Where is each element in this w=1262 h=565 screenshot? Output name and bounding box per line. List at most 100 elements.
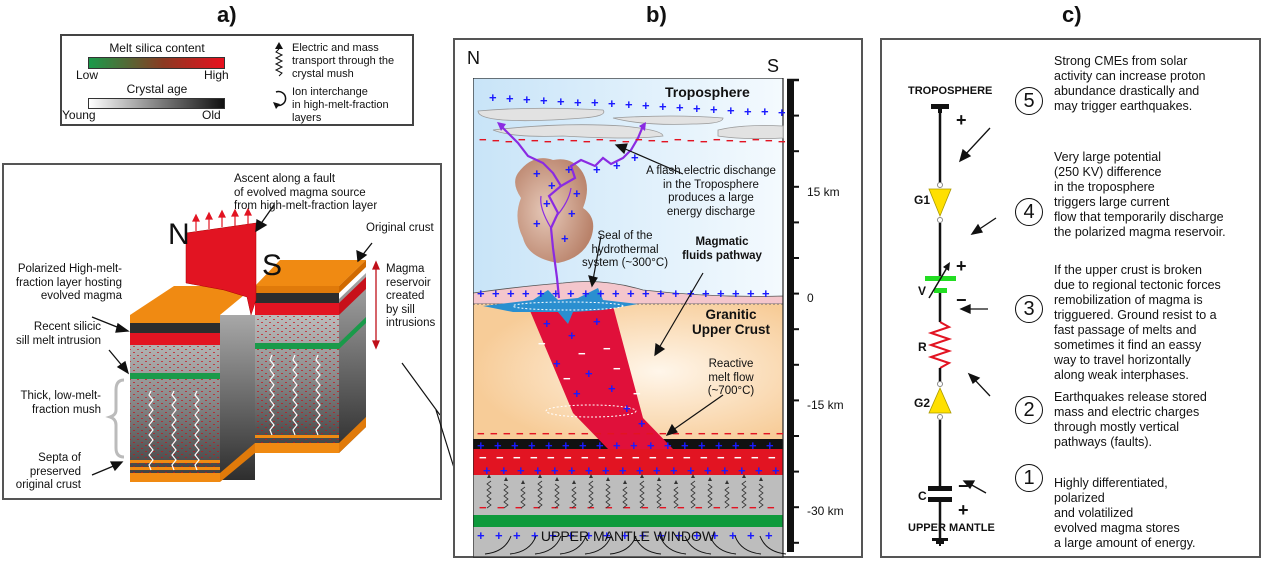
septa-left: [130, 473, 220, 482]
depth-tick-minus15: -15 km: [807, 398, 844, 412]
charge-minus: −: [596, 132, 604, 147]
charge-minus: −: [734, 450, 742, 465]
polarized-layer-left: [130, 333, 220, 345]
charge-minus: −: [750, 426, 758, 441]
charge-minus: −: [477, 426, 485, 441]
mush-wiggle: [571, 486, 577, 509]
variable-arrow: [928, 265, 949, 299]
charge-minus: −: [603, 341, 611, 356]
charge-plus: +: [579, 438, 587, 453]
charge-minus: −: [683, 450, 691, 465]
granitic-crust-label: Granitic Upper Crust: [691, 307, 770, 337]
legend-box: Melt silica content Low High Crystal age…: [60, 34, 414, 126]
charge-plus: +: [573, 386, 581, 401]
charge-minus: −: [587, 500, 595, 515]
legend-age-bar: [88, 98, 225, 109]
charge-minus: −: [490, 426, 498, 441]
g1-diode: [928, 188, 952, 218]
annotation-septa: Septa of preserved original crust: [15, 452, 81, 491]
mush-wiggle: [724, 486, 730, 509]
charge-plus: +: [574, 95, 582, 110]
mantle-curve-arrow: [759, 535, 787, 555]
charge-plus: +: [500, 463, 508, 478]
step-1-badge: 1: [1015, 464, 1043, 492]
charge-plus: +: [551, 463, 559, 478]
upper-mantle-layer: [473, 527, 783, 557]
charge-plus: +: [568, 328, 576, 343]
step-2-text: Earthquakes release stored mass and elec…: [1054, 390, 1207, 449]
charge-minus: −: [613, 361, 621, 376]
charge-plus: +: [642, 286, 650, 301]
right-block-side: [339, 273, 366, 453]
block-diagram: [91, 204, 440, 482]
charge-plus: +: [585, 528, 593, 543]
charge-minus: −: [530, 450, 538, 465]
magma-conduit: [528, 306, 673, 449]
charge-plus: +: [543, 196, 551, 211]
charge-plus: +: [477, 438, 485, 453]
reactive-melt-ellipse: [545, 404, 637, 418]
charge-plus: +: [495, 528, 503, 543]
left-top-surface: [130, 286, 255, 315]
charge-plus: +: [727, 103, 735, 118]
charge-minus: −: [648, 133, 656, 148]
troposphere-label: Troposphere: [665, 84, 750, 100]
charge-plus: +: [513, 528, 521, 543]
charge-minus: −: [763, 426, 771, 441]
white-transport-arrows: [148, 354, 321, 471]
annotation-reactive: Reactive melt flow (~700°C): [707, 358, 755, 397]
charge-plus: +: [540, 93, 548, 108]
charge-minus: −: [515, 500, 523, 515]
mush-wiggle: [707, 483, 713, 509]
charge-plus: +: [653, 463, 661, 478]
ascent-arrows: [192, 207, 252, 231]
charge-minus: −: [563, 371, 571, 386]
charge-plus: +: [531, 528, 539, 543]
charge-minus: −: [659, 426, 667, 441]
step-5-badge: 5: [1015, 87, 1043, 115]
charge-plus: +: [568, 463, 576, 478]
charge-plus: +: [672, 286, 680, 301]
mush-brace: [105, 378, 125, 459]
c-label: C: [918, 489, 927, 503]
step-4-badge: 4: [1015, 198, 1043, 226]
charge-plus: +: [778, 105, 786, 120]
charge-minus: −: [622, 134, 630, 149]
charge-minus: −: [685, 426, 693, 441]
charge-plus: +: [567, 286, 575, 301]
mantle-curve-arrow: [659, 535, 687, 555]
cross-section: ++++++++++++++++++−−−−−−−−−−−−−−−−−−−−−−…: [473, 78, 787, 558]
legend-silica-high: High: [204, 68, 229, 82]
charge-minus: −: [726, 133, 734, 148]
charge-minus: −: [767, 500, 775, 515]
charge-plus: +: [676, 100, 684, 115]
charge-minus: −: [632, 450, 640, 465]
g2-diode: [928, 387, 952, 414]
charge-plus: +: [625, 97, 633, 112]
charge-plus: +: [657, 286, 665, 301]
charge-plus: +: [613, 158, 621, 173]
annotation-reservoir: Magma reservoir created by sill intrusio…: [386, 263, 436, 329]
mush-wiggle: [758, 483, 764, 509]
annotation-original-crust: Original crust: [366, 222, 434, 234]
step-1-text: Highly differentiated, polarized and vol…: [1054, 476, 1196, 550]
charge-minus: −: [620, 426, 628, 441]
charge-plus: +: [608, 96, 616, 111]
depth-scale: [787, 78, 799, 552]
charge-plus: +: [565, 162, 573, 177]
charge-plus: +: [642, 98, 650, 113]
charge-minus: −: [531, 133, 539, 148]
clouds: [477, 107, 784, 140]
legend-age-title: Crystal age: [126, 82, 188, 96]
circuit-bottom-label: UPPER MANTLE: [908, 522, 995, 534]
mush-wiggle: [656, 483, 662, 509]
charge-plus: +: [548, 178, 556, 193]
charge-minus: −: [749, 500, 757, 515]
annotation-mush: Thick, low-melt- fraction mush: [20, 390, 101, 416]
charge-plus: +: [517, 463, 525, 478]
charge-minus: −: [661, 134, 669, 149]
panel-c-box: TROPOSPHERE UPPER MANTLE G1 V R G2 C + +…: [880, 38, 1261, 558]
charge-plus: +: [710, 102, 718, 117]
charge-minus: −: [768, 450, 776, 465]
charge-plus: +: [543, 316, 551, 331]
